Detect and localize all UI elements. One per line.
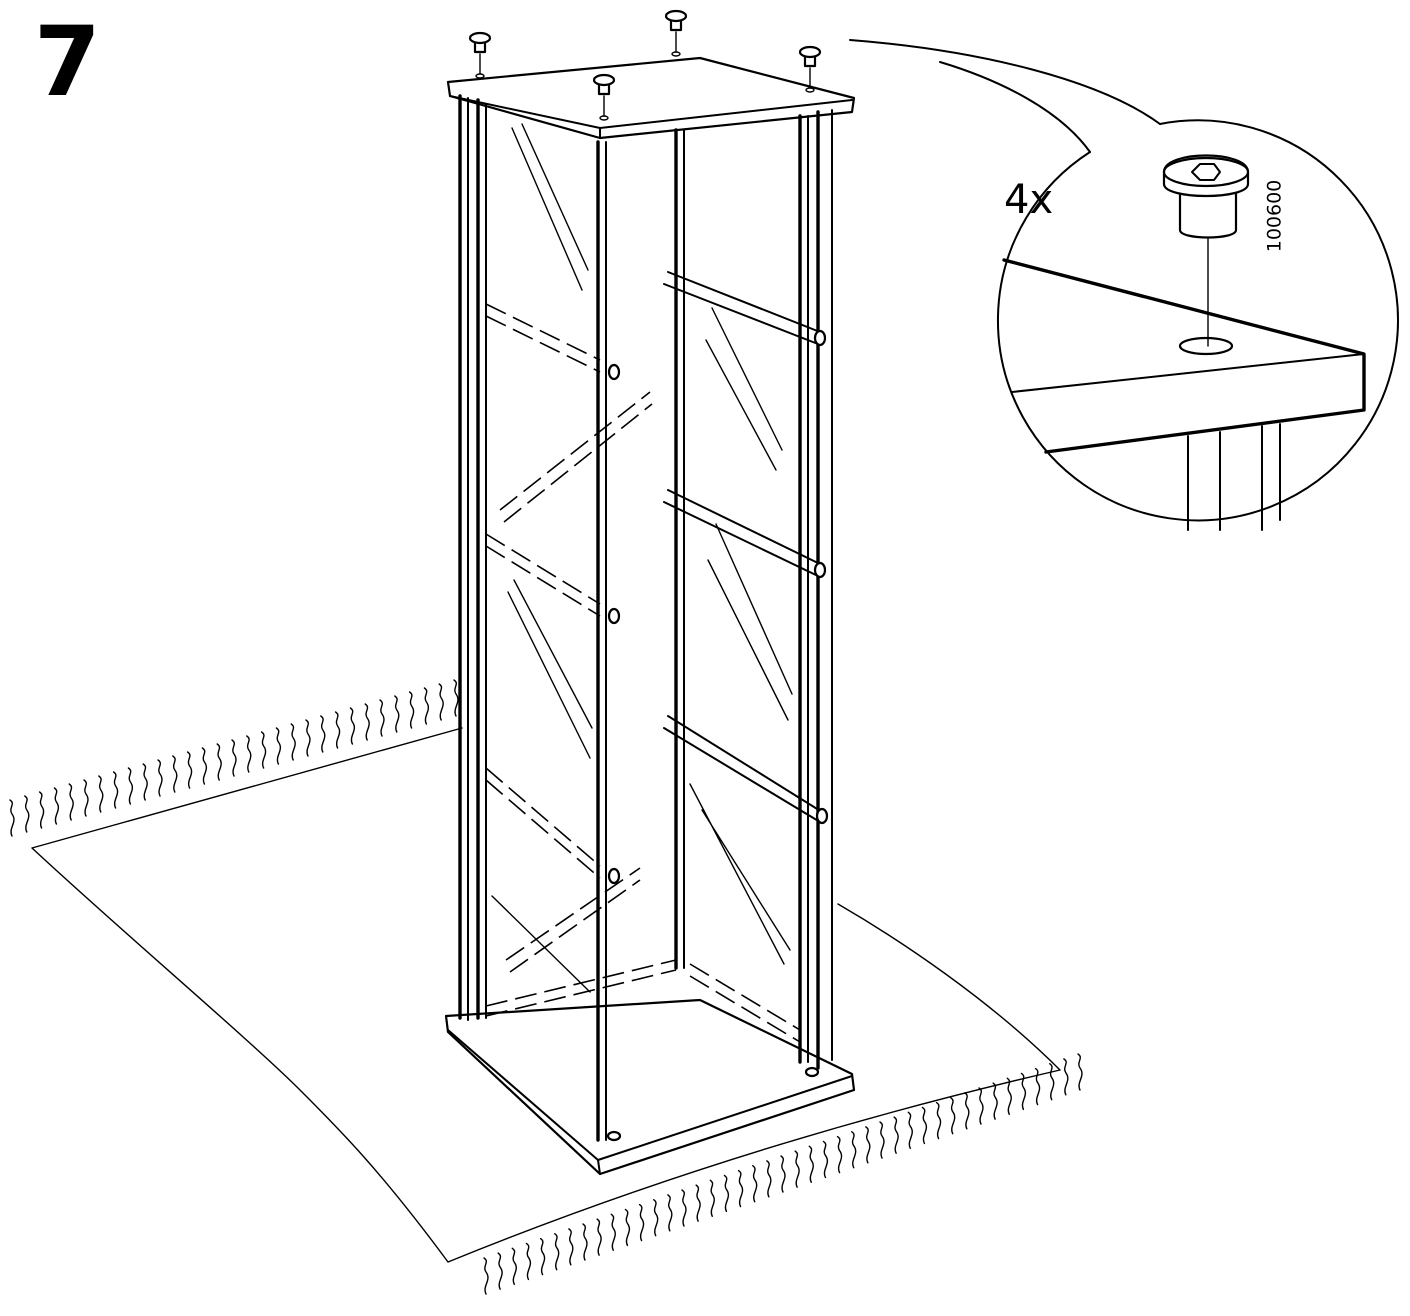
fringe-strand: [320, 715, 326, 753]
fringe-strand: [142, 763, 148, 801]
screws-top: [468, 9, 822, 121]
fringe-strand: [1006, 1077, 1012, 1115]
fringe-strand: [950, 1097, 956, 1135]
fringe-strand: [98, 775, 104, 813]
fringe-strand: [1049, 1063, 1055, 1101]
fringe-strand: [596, 1218, 602, 1256]
fringe-strand: [364, 703, 370, 741]
part-number-label: 100600: [1263, 179, 1286, 253]
fringe-strand: [681, 1189, 687, 1227]
fringe-strand: [879, 1121, 885, 1159]
fringe-strand: [157, 759, 163, 797]
fringe-strand: [127, 767, 134, 805]
fringe-strand: [667, 1194, 673, 1232]
fringe-strand: [38, 791, 45, 829]
fringe-strand: [334, 711, 341, 749]
fringe-strand: [907, 1111, 913, 1149]
fringe-strand: [186, 751, 193, 789]
detail-callout: [849, 39, 1399, 531]
fringe-strand: [794, 1150, 800, 1188]
quantity-label: 4x: [1004, 177, 1054, 223]
fringe-strand: [305, 719, 311, 757]
glass-reflections: [491, 123, 793, 993]
fringe-strand: [568, 1228, 574, 1266]
fringe-strand: [921, 1106, 928, 1145]
fringe-strand: [1077, 1053, 1083, 1091]
fringe-strand: [24, 795, 30, 833]
fringe-strand: [1020, 1072, 1027, 1111]
fringe-strand: [246, 735, 252, 773]
fringe-strand: [1034, 1067, 1041, 1106]
fringe-strand: [964, 1092, 970, 1130]
fringe-strand: [822, 1140, 829, 1179]
fringe-strand: [992, 1082, 998, 1120]
fringe-strand: [723, 1174, 730, 1213]
screw-icon: [664, 9, 688, 57]
shelf-support-rods: [607, 271, 829, 885]
fringe-strand: [780, 1155, 786, 1193]
screw-icon: [468, 31, 492, 79]
fringe-strand: [935, 1101, 942, 1140]
fringe-strand: [610, 1213, 616, 1251]
glass-display-cabinet: [444, 56, 856, 1176]
fringe-strand: [709, 1179, 715, 1217]
fringe-strand: [582, 1223, 588, 1261]
fringe-strand: [231, 739, 237, 777]
fringe-strand: [865, 1126, 871, 1164]
fringe-strand: [53, 787, 60, 825]
fringe-strand: [808, 1145, 814, 1183]
fringe-strand: [349, 707, 356, 745]
fringe-strand: [379, 699, 385, 737]
fringe-strand: [260, 731, 267, 769]
fringe-strand: [216, 743, 222, 781]
fringe-strand: [695, 1184, 701, 1222]
floor-rug: [9, 679, 1083, 1295]
fringe-strand: [1063, 1058, 1069, 1096]
screw-icon: [592, 73, 616, 121]
fringe-strand: [9, 799, 15, 837]
fringe-strand: [201, 747, 208, 785]
fringe-strand: [638, 1203, 645, 1242]
fringe-strand: [483, 1257, 489, 1295]
step-number: 7: [34, 6, 101, 118]
fringe-strand: [653, 1199, 659, 1237]
rug-fringe-bottom: [483, 1053, 1083, 1295]
hex-socket-screw-icon: [1162, 154, 1250, 239]
fringe-strand: [737, 1169, 744, 1208]
fringe-strand: [539, 1237, 546, 1276]
fringe-strand: [554, 1233, 560, 1271]
fringe-strand: [394, 695, 400, 733]
fringe-strand: [624, 1208, 631, 1247]
fringe-strand: [408, 691, 415, 729]
fringe-strand: [752, 1165, 758, 1203]
fringe-strand: [766, 1160, 772, 1198]
fringe-strand: [438, 683, 444, 721]
fringe-strand: [851, 1131, 857, 1169]
fringe-strand: [511, 1247, 517, 1285]
fringe-strand: [453, 679, 459, 717]
fringe-strand: [978, 1087, 984, 1125]
fringe-strand: [275, 727, 282, 765]
rug-fringe-left: [9, 679, 459, 837]
fringe-strand: [290, 723, 296, 761]
fringe-strand: [112, 771, 119, 809]
fringe-strand: [525, 1242, 532, 1281]
fringe-strand: [83, 779, 89, 817]
fringe-strand: [172, 755, 178, 793]
glass-shelves: [485, 303, 801, 1043]
fringe-strand: [423, 687, 430, 725]
fringe-strand: [68, 783, 74, 821]
screw-icon: [798, 45, 822, 93]
fringe-strand: [893, 1116, 899, 1154]
fringe-strand: [836, 1135, 843, 1174]
fringe-strand: [497, 1252, 503, 1290]
